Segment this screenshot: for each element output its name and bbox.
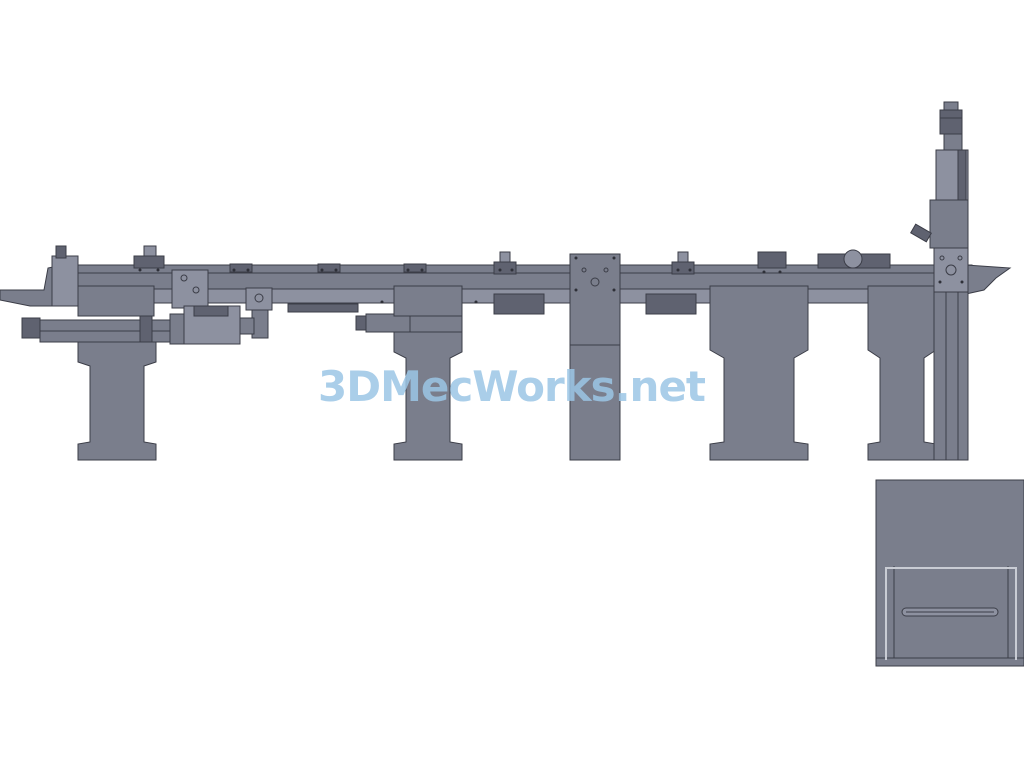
left-bracket [51,255,79,307]
stand-3 [569,253,621,461]
sensor-block [245,287,273,311]
side-highlight-frame [885,567,1017,660]
bolts [138,256,964,304]
clamp-block-1 [133,255,165,269]
clamp-block-6 [671,261,695,275]
left-housing [77,285,155,317]
middle-housing [393,285,463,317]
clamp-block-4 [403,263,427,273]
column-cap [933,247,969,293]
clamp-block-3 [317,263,341,273]
middle-cylinder [355,311,463,335]
stand-1 [77,341,157,461]
clamp-block-2 [229,263,253,273]
stand-5 [867,285,937,461]
lift-unit [910,101,969,249]
knob [843,249,863,269]
stand-4 [709,285,809,461]
side-view [875,479,1024,667]
clamp-block-5 [493,261,517,275]
stand-2 [393,331,463,461]
exit-ramp [965,264,1012,295]
pivot-plate [171,269,209,309]
left-cylinder [21,305,255,345]
side-housing [875,479,1024,667]
clamp-block-7 [757,251,787,269]
front-view [0,101,1012,461]
